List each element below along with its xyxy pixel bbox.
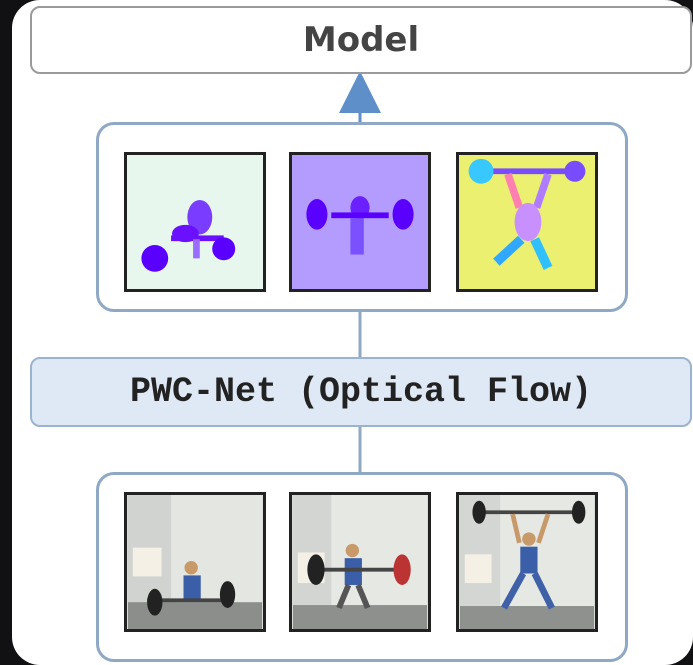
flow-blob-3 [468, 158, 586, 270]
flow-frame-2 [289, 152, 431, 292]
video-image-1 [128, 495, 262, 629]
video-frame-1 [124, 492, 266, 632]
flow-frame-3 [456, 152, 598, 292]
video-image-2 [293, 495, 427, 629]
flow-blob-2 [306, 196, 414, 255]
video-image-3 [460, 495, 594, 629]
video-frame-3 [456, 492, 598, 632]
flow-frame-1 [124, 152, 266, 292]
pwc-net-box: PWC-Net (Optical Flow) [30, 357, 692, 427]
flow-group-top-notch [357, 111, 367, 125]
video-frame-2 [289, 492, 431, 632]
model-box: Model [30, 6, 692, 74]
flow-blob-1 [141, 199, 236, 272]
